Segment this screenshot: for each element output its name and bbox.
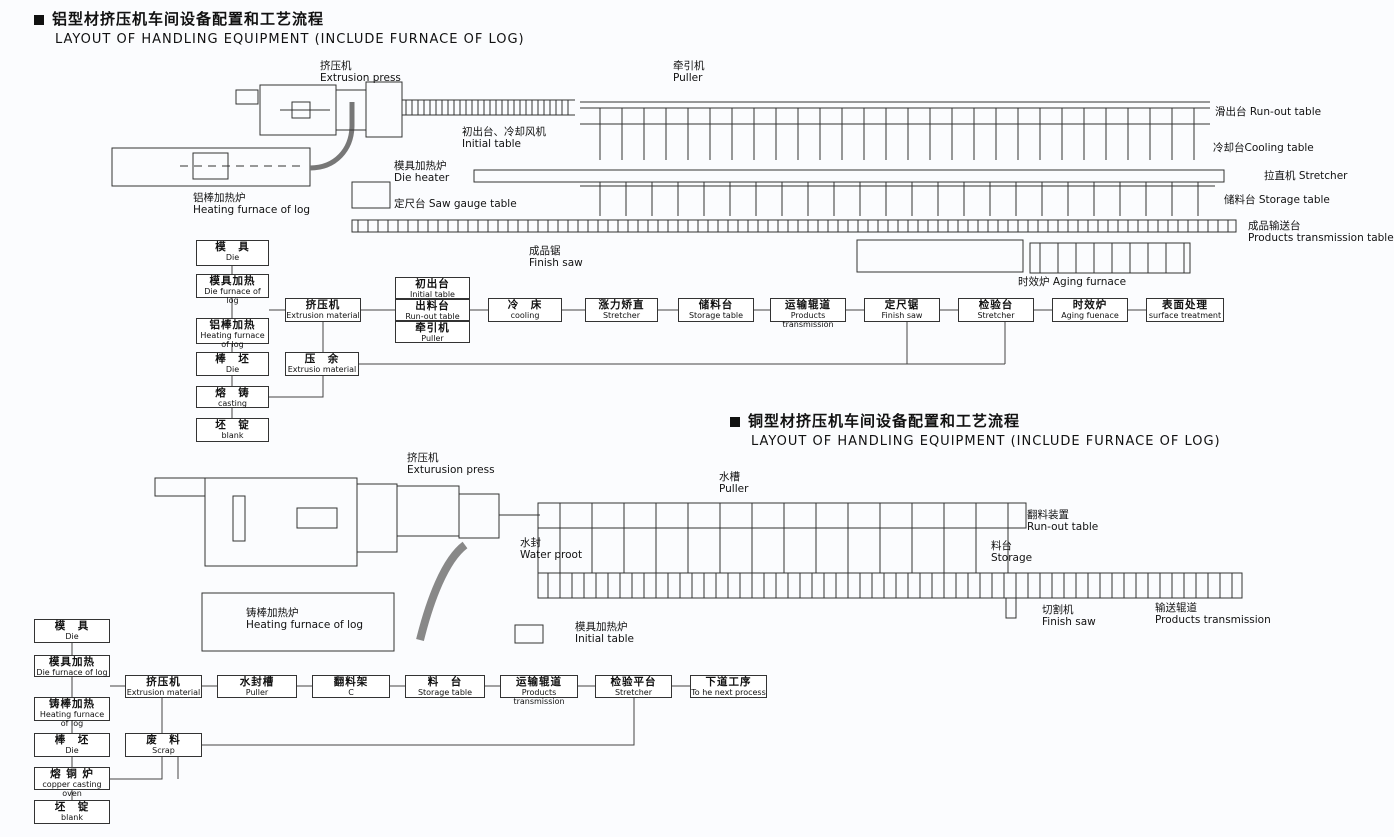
log-furnace-shape [111,147,311,187]
al-label-cooling: 冷却台Cooling table [1213,142,1314,154]
al-label-runout: 滑出台 Run-out table [1215,106,1322,118]
copper-press-shape [204,477,358,567]
al-label-stretcher: 拉直机 Stretcher [1264,170,1348,182]
al-label-aging: 时效炉 Aging furnace [1018,276,1127,288]
al-label-saw-gauge: 定尺台 Saw gauge table [394,198,517,210]
al-title-cn: 铝型材挤压机车间设备配置和工艺流程 [34,8,324,29]
cu-title-cn: 铜型材挤压机车间设备配置和工艺流程 [730,410,1020,431]
al-title-en: LAYOUT OF HANDLING EQUIPMENT (INCLUDE FU… [55,32,525,47]
al-label-storage: 储料台 Storage table [1224,194,1330,206]
cu-title-en: LAYOUT OF HANDLING EQUIPMENT (INCLUDE FU… [751,434,1221,449]
